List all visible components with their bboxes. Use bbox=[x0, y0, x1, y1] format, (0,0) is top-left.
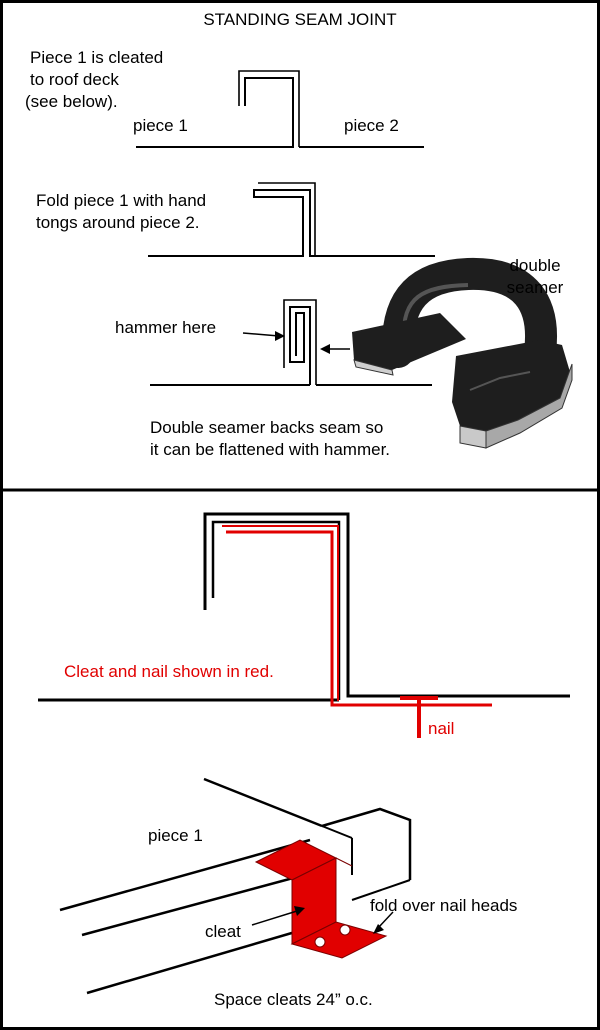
note-fold-line1: Fold piece 1 with hand bbox=[36, 191, 207, 210]
label-piece-1-perspective: piece 1 bbox=[148, 826, 203, 845]
nail-hole bbox=[314, 936, 326, 948]
seam-step-1 bbox=[136, 70, 424, 148]
note-fold-line2: tongs around piece 2. bbox=[36, 213, 200, 232]
label-double-seamer-line1: double bbox=[509, 256, 561, 275]
note-spacing: Space cleats 24” o.c. bbox=[214, 990, 373, 1009]
note-cleat-line2: to roof deck bbox=[30, 70, 119, 89]
seam-step-3 bbox=[150, 299, 432, 386]
label-double-seamer-line2: seamer bbox=[506, 278, 564, 297]
cleat-cross-section bbox=[38, 512, 570, 738]
label-piece-1: piece 1 bbox=[133, 116, 188, 135]
label-hammer-here: hammer here bbox=[115, 318, 217, 337]
arrow-seamer-contact bbox=[320, 344, 350, 354]
note-red-legend: Cleat and nail shown in red. bbox=[64, 662, 274, 681]
diagram-title: STANDING SEAM JOINT bbox=[203, 10, 397, 29]
arrow-hammer-here bbox=[242, 331, 285, 341]
label-nail: nail bbox=[428, 719, 455, 738]
nail-hole bbox=[339, 924, 351, 936]
note-cleat-line1: Piece 1 is cleated bbox=[30, 48, 164, 67]
double-seamer-tool-picture bbox=[352, 257, 573, 449]
label-cleat: cleat bbox=[205, 922, 241, 941]
cleat-perspective bbox=[59, 777, 412, 995]
label-fold-over-nail-heads: fold over nail heads bbox=[370, 896, 518, 915]
note-cleat-line3: (see below). bbox=[25, 92, 118, 111]
note-backs-line1: Double seamer backs seam so bbox=[150, 418, 384, 437]
note-backs-line2: it can be flattened with hammer. bbox=[150, 440, 391, 459]
seam-step-2 bbox=[148, 182, 435, 257]
label-piece-2: piece 2 bbox=[344, 116, 399, 135]
